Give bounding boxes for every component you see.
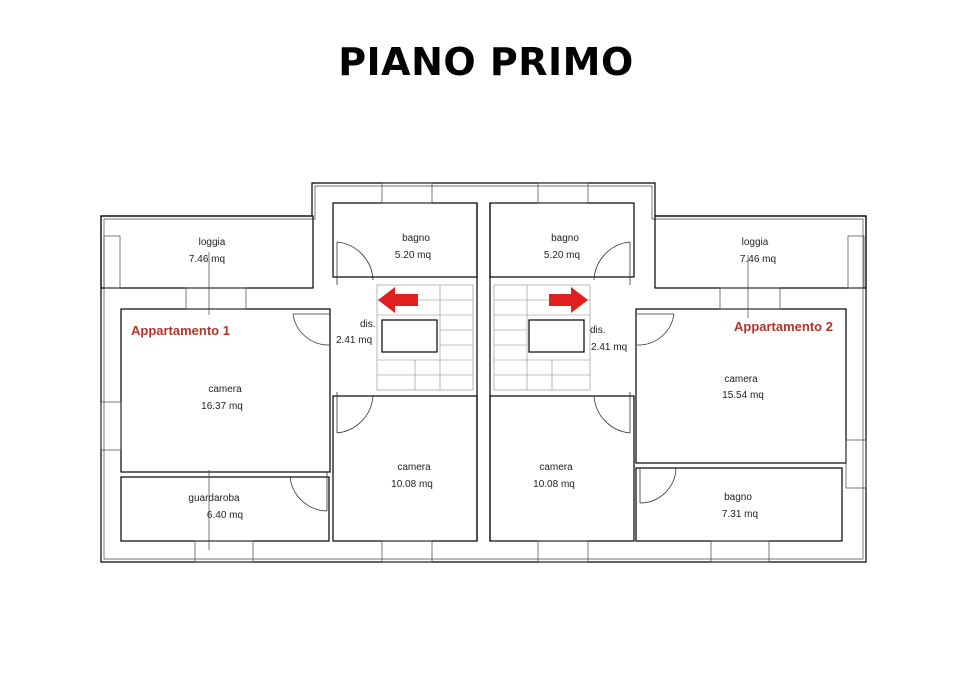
arrow-left-icon xyxy=(378,287,418,313)
room-name: camera xyxy=(539,462,573,473)
room-area: 7.31 mq xyxy=(722,509,758,520)
room-area: 6.40 mq xyxy=(207,510,243,521)
room-area: 16.37 mq xyxy=(201,401,243,412)
bagno-bottom-right-room xyxy=(635,467,843,542)
stairs-left xyxy=(376,284,474,391)
door-bagno-bottom-right xyxy=(639,467,677,504)
void-right xyxy=(528,319,585,353)
room-area: 10.08 mq xyxy=(533,479,575,490)
room-area: 2.41 mq xyxy=(336,335,372,346)
room-area: 10.08 mq xyxy=(391,479,433,490)
door-camera-center-right xyxy=(593,392,631,434)
loggia-left xyxy=(100,215,314,289)
room-area: 7.46 mq xyxy=(740,254,776,265)
door-dis-right xyxy=(636,313,675,346)
room-name: camera xyxy=(724,374,758,385)
room-name: bagno xyxy=(551,233,579,244)
room-area: 5.20 mq xyxy=(395,250,431,261)
room-name: bagno xyxy=(724,492,752,503)
door-dis-left xyxy=(292,313,331,346)
room-name: camera xyxy=(397,462,431,473)
room-area: 15.54 mq xyxy=(722,390,764,401)
room-name: camera xyxy=(208,384,242,395)
room-area: 7.46 mq xyxy=(189,254,225,265)
room-area: 2.41 mq xyxy=(591,342,627,353)
room-name: loggia xyxy=(199,237,226,248)
void-left xyxy=(381,319,438,353)
room-area: 5.20 mq xyxy=(544,250,580,261)
door-guardaroba xyxy=(289,472,328,512)
apartment-2-label: Appartamento 2 xyxy=(734,319,833,334)
guardaroba-room xyxy=(120,476,330,542)
room-name: dis. xyxy=(360,319,376,330)
page-title: PIANO PRIMO xyxy=(338,40,634,84)
room-name: bagno xyxy=(402,233,430,244)
door-bagno-left xyxy=(336,241,374,285)
room-name: loggia xyxy=(742,237,769,248)
loggia-right xyxy=(654,215,867,289)
door-camera-center-left xyxy=(336,392,374,434)
room-name: dis. xyxy=(590,325,606,336)
room-name: guardaroba xyxy=(188,493,240,504)
inner-outline xyxy=(103,185,864,560)
apartment-1-label: Appartamento 1 xyxy=(131,323,230,338)
door-bagno-right xyxy=(593,241,631,285)
arrow-right-icon xyxy=(549,287,588,313)
